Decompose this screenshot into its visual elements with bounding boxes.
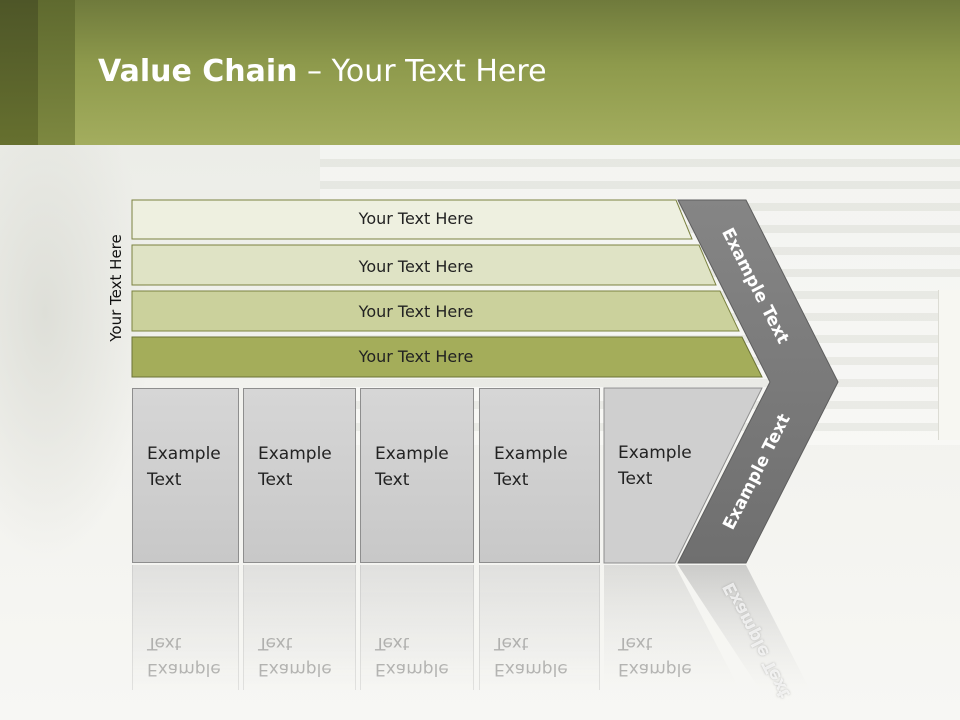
cell-4-line-2: Text (494, 470, 529, 490)
cell-3-reflection: Example Text (360, 565, 474, 690)
cell-5-refl-line-2: Text (618, 633, 653, 653)
support-row-3 (131, 290, 740, 332)
support-row-3-label: Your Text Here (358, 302, 474, 321)
cell-4-reflection-text: Example Text (494, 630, 568, 682)
cell-5-reflection: Example Text (604, 565, 704, 690)
cell-1-line-2: Text (147, 470, 182, 490)
cell-3-reflection-text: Example Text (375, 630, 449, 682)
cell-2-line-1: Example (258, 444, 332, 464)
cell-2-line-2: Text (258, 470, 293, 490)
cell-3-line-2: Text (375, 470, 410, 490)
cell-2-refl-line-1: Example (258, 659, 332, 679)
cell-3-refl-line-2: Text (375, 633, 410, 653)
support-row-2-label: Your Text Here (358, 257, 474, 276)
cell-1-line-1: Example (147, 444, 221, 464)
support-row-4 (131, 336, 763, 378)
cell-3-line-1: Example (375, 444, 449, 464)
support-row-2 (131, 244, 717, 286)
primary-cell-5-reflection (604, 565, 740, 690)
cell-4-refl-line-2: Text (494, 633, 529, 653)
chevron-reflection (678, 565, 810, 690)
support-row-4-label: Your Text Here (358, 347, 474, 366)
cell-5-line-1: Example (618, 443, 692, 463)
cell-1-reflection-text: Example Text (147, 630, 221, 682)
cell-5-refl-line-1: Example (618, 659, 692, 679)
cell-4-line-1: Example (494, 444, 568, 464)
cell-4-refl-line-1: Example (494, 659, 568, 679)
title-bold: Value Chain (98, 54, 298, 89)
cell-2-reflection: Example Text (243, 565, 356, 690)
cell-1-reflection: Example Text (132, 565, 239, 690)
vase (938, 290, 960, 440)
primary-cell-5-shape (603, 387, 763, 564)
cell-5-line-2: Text (618, 469, 653, 489)
support-row-1 (131, 199, 693, 240)
banner-stripe-dark (0, 0, 38, 145)
cell-4-reflection: Example Text (479, 565, 600, 690)
cell-2-refl-line-2: Text (258, 633, 293, 653)
cell-2-reflection-text: Example Text (258, 630, 332, 682)
page-title: Value Chain – Your Text Here (98, 52, 547, 92)
margin-chevron (677, 199, 839, 564)
cell-1-refl-line-2: Text (147, 633, 182, 653)
cell-1-refl-line-1: Example (147, 659, 221, 679)
cell-5-reflection-text: Example Text (618, 630, 692, 682)
background-blur (0, 145, 150, 565)
cell-3-refl-line-1: Example (375, 659, 449, 679)
title-banner (0, 0, 960, 145)
support-row-1-label: Your Text Here (358, 209, 474, 228)
banner-stripe-mid (38, 0, 75, 145)
title-rest: – Your Text Here (297, 54, 547, 89)
